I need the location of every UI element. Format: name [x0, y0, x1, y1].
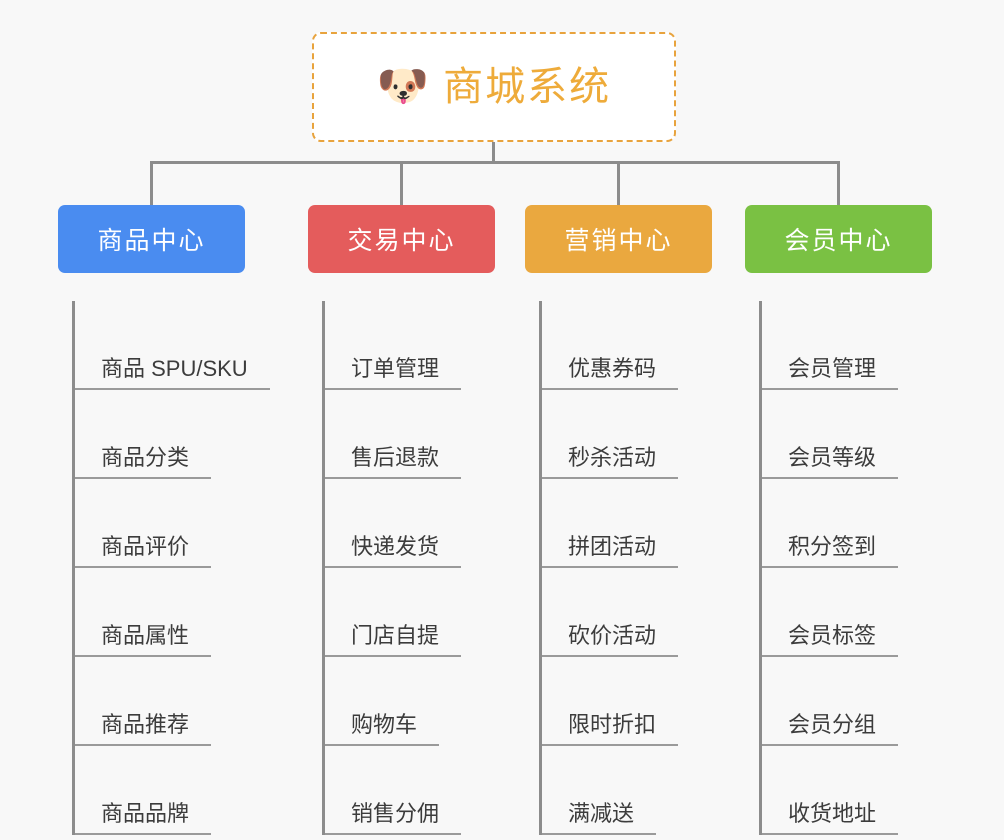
leaf-item[interactable]: 会员等级	[762, 390, 963, 479]
leaf-item-label: 商品分类	[75, 445, 212, 479]
column-header-product-center[interactable]: 商品中心	[58, 205, 245, 273]
leaf-item[interactable]: 销售分佣	[325, 746, 526, 835]
leaf-item-label: 砍价活动	[542, 623, 679, 657]
leaf-item[interactable]: 限时折扣	[542, 657, 743, 746]
connector-horizontal-bus	[150, 161, 840, 164]
leaf-item-label: 会员分组	[762, 712, 899, 746]
leaf-item[interactable]: 商品品牌	[75, 746, 276, 835]
connector-drop-column-2	[400, 161, 403, 205]
leaf-item[interactable]: 商品分类	[75, 390, 276, 479]
connector-drop-column-4	[837, 161, 840, 205]
column-header-transaction-center[interactable]: 交易中心	[308, 205, 495, 273]
connector-root-stem	[492, 142, 495, 164]
leaf-item-label: 收货地址	[762, 801, 899, 835]
leaf-item[interactable]: 商品推荐	[75, 657, 276, 746]
leaf-item[interactable]: 收货地址	[762, 746, 963, 835]
leaf-item[interactable]: 商品 SPU/SKU	[75, 301, 276, 390]
leaf-item-label: 销售分佣	[325, 801, 462, 835]
leaf-list-member-center: 会员管理 会员等级 积分签到 会员标签 会员分组 收货地址	[759, 301, 963, 835]
column-header-member-center[interactable]: 会员中心	[745, 205, 932, 273]
leaf-item-label: 满减送	[542, 801, 657, 835]
leaf-item[interactable]: 订单管理	[325, 301, 526, 390]
leaf-item[interactable]: 会员管理	[762, 301, 963, 390]
leaf-list-product-center: 商品 SPU/SKU 商品分类 商品评价 商品属性 商品推荐 商品品牌	[72, 301, 276, 835]
leaf-item[interactable]: 砍价活动	[542, 568, 743, 657]
column-transaction-center: 交易中心 订单管理 售后退款 快递发货 门店自提 购物车 销售分佣	[308, 205, 526, 835]
leaf-item-label: 商品 SPU/SKU	[75, 356, 270, 390]
leaf-item[interactable]: 优惠券码	[542, 301, 743, 390]
root-node[interactable]: 🐶 商城系统	[312, 32, 676, 142]
column-header-label: 交易中心	[347, 227, 456, 255]
connector-drop-column-3	[617, 161, 620, 205]
leaf-item-label: 门店自提	[325, 623, 462, 657]
column-marketing-center: 营销中心 优惠券码 秒杀活动 拼团活动 砍价活动 限时折扣 满减送	[525, 205, 743, 835]
leaf-item[interactable]: 秒杀活动	[542, 390, 743, 479]
leaf-item[interactable]: 拼团活动	[542, 479, 743, 568]
column-header-label: 会员中心	[784, 227, 893, 255]
column-member-center: 会员中心 会员管理 会员等级 积分签到 会员标签 会员分组 收货地址	[745, 205, 963, 835]
connector-drop-column-1	[150, 161, 153, 205]
leaf-item-label: 快递发货	[325, 534, 462, 568]
column-product-center: 商品中心 商品 SPU/SKU 商品分类 商品评价 商品属性 商品推荐 商品品牌	[58, 205, 276, 835]
root-node-title: 商城系统	[443, 65, 612, 109]
leaf-item[interactable]: 积分签到	[762, 479, 963, 568]
leaf-item-label: 拼团活动	[542, 534, 679, 568]
leaf-item-label: 售后退款	[325, 445, 462, 479]
leaf-item[interactable]: 会员标签	[762, 568, 963, 657]
leaf-item-label: 会员等级	[762, 445, 899, 479]
column-header-label: 营销中心	[564, 227, 673, 255]
leaf-item[interactable]: 会员分组	[762, 657, 963, 746]
leaf-list-transaction-center: 订单管理 售后退款 快递发货 门店自提 购物车 销售分佣	[322, 301, 526, 835]
leaf-item-label: 会员管理	[762, 356, 899, 390]
leaf-item-label: 商品评价	[75, 534, 212, 568]
leaf-item[interactable]: 商品评价	[75, 479, 276, 568]
leaf-item-label: 商品属性	[75, 623, 212, 657]
leaf-list-marketing-center: 优惠券码 秒杀活动 拼团活动 砍价活动 限时折扣 满减送	[539, 301, 743, 835]
shiba-dog-face-icon: 🐶	[376, 62, 430, 109]
leaf-item[interactable]: 快递发货	[325, 479, 526, 568]
leaf-item[interactable]: 售后退款	[325, 390, 526, 479]
leaf-item-label: 订单管理	[325, 356, 462, 390]
column-header-label: 商品中心	[97, 227, 206, 255]
leaf-item[interactable]: 购物车	[325, 657, 526, 746]
leaf-item-label: 商品推荐	[75, 712, 212, 746]
leaf-item[interactable]: 门店自提	[325, 568, 526, 657]
leaf-item-label: 商品品牌	[75, 801, 212, 835]
leaf-item[interactable]: 满减送	[542, 746, 743, 835]
leaf-item-label: 会员标签	[762, 623, 899, 657]
leaf-item-label: 秒杀活动	[542, 445, 679, 479]
leaf-item[interactable]: 商品属性	[75, 568, 276, 657]
leaf-item-label: 积分签到	[762, 534, 899, 568]
leaf-item-label: 限时折扣	[542, 712, 679, 746]
column-header-marketing-center[interactable]: 营销中心	[525, 205, 712, 273]
leaf-item-label: 优惠券码	[542, 356, 679, 390]
leaf-item-label: 购物车	[325, 712, 440, 746]
